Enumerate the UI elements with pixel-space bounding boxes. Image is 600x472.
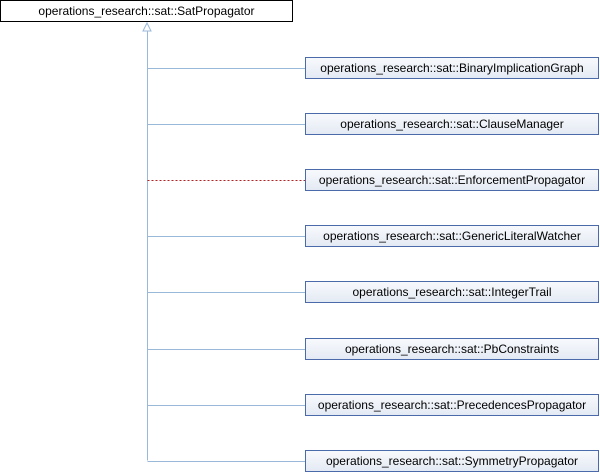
derived-class-node[interactable]: operations_research::sat::IntegerTrail (305, 281, 599, 303)
inheritance-arrowhead (142, 21, 152, 32)
derived-class-node[interactable]: operations_research::sat::EnforcementPro… (305, 169, 599, 191)
base-class-node[interactable]: operations_research::sat::SatPropagator (0, 0, 293, 22)
derived-class-node[interactable]: operations_research::sat::BinaryImplicat… (305, 57, 599, 79)
derived-class-node[interactable]: operations_research::sat::SymmetryPropag… (305, 450, 599, 472)
derived-class-node[interactable]: operations_research::sat::PbConstraints (305, 338, 599, 360)
derived-class-node[interactable]: operations_research::sat::GenericLiteral… (305, 225, 599, 247)
derived-class-node[interactable]: operations_research::sat::PrecedencesPro… (305, 394, 599, 416)
derived-class-node[interactable]: operations_research::sat::ClauseManager (305, 113, 599, 135)
inheritance-branches (147, 68, 305, 462)
